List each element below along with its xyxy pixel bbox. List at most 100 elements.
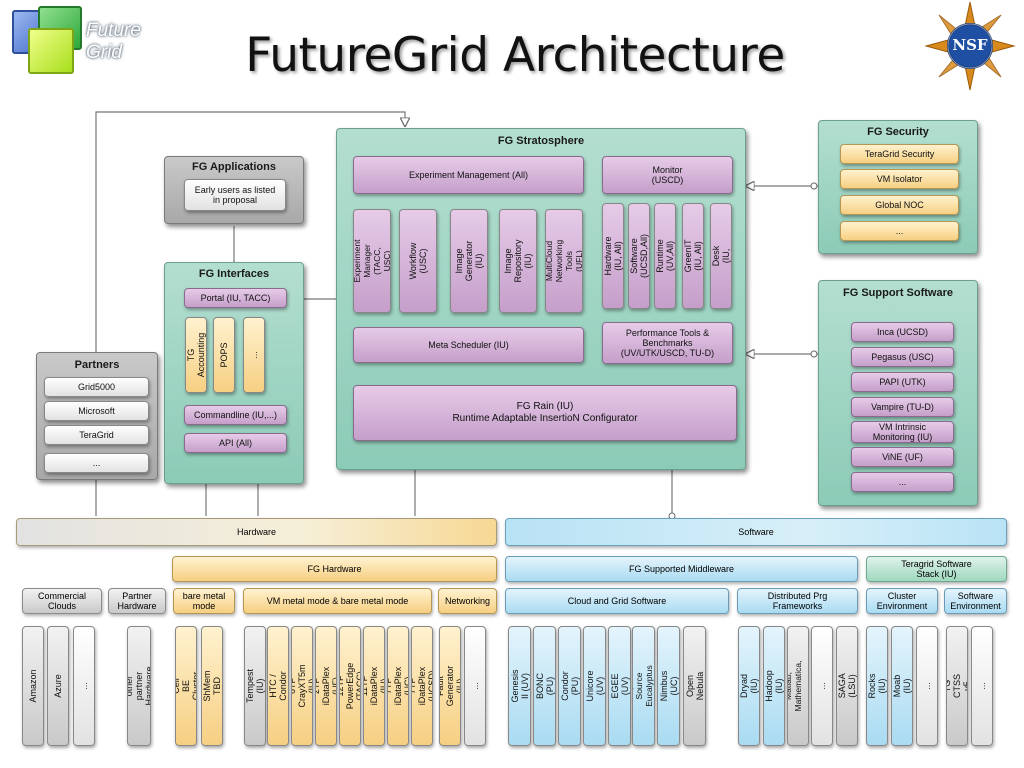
networking-header: Networking: [438, 588, 497, 614]
partner-microsoft: Microsoft: [44, 401, 149, 421]
partners-to-stratosphere-line: [95, 111, 405, 352]
teragrid-stack-bar: Teragrid Software Stack (IU): [866, 556, 1007, 582]
support-pegasus: Pegasus (USC): [851, 347, 954, 367]
cloud-grid-header: Cloud and Grid Software: [505, 588, 729, 614]
swenv-more: ...: [971, 626, 993, 746]
vm-crayxt5m-label: 6TF CrayXT5m (IU): [291, 664, 313, 708]
fw-hadoop: Hadoop (IU): [763, 626, 785, 746]
vm-metal-header: VM metal mode & bare metal mode: [243, 588, 432, 614]
sw-unicore-label: Unicore (UV): [584, 670, 605, 702]
vm-htc-condor: 4TF HTC / Condor (PU): [267, 626, 289, 746]
logo-text: Future Grid: [86, 20, 158, 64]
cluster-more: ...: [916, 626, 938, 746]
support-inca: Inca (UCSD): [851, 322, 954, 342]
fw-matlab: Matlab, Mathematica, ...: [787, 626, 809, 746]
support-papi: PAPI (UTK): [851, 372, 954, 392]
fw-more: ...: [811, 626, 833, 746]
security-global-noc: Global NOC: [840, 195, 959, 215]
monitor-greenit-box: GreenIT (IU, All): [682, 203, 704, 309]
vm-idataplex-uc-label: 7TF iDataPlex (UC): [387, 666, 409, 706]
vm-tempest: Tempest (IU): [244, 626, 266, 746]
sw-bonc: BONC (PU): [533, 626, 556, 746]
software-environment-header: Software Environment: [944, 588, 1007, 614]
swenv-tg-ctss-label: TG CTSS v5: [946, 673, 968, 699]
tg-accounting-label: TG Accounting: [186, 332, 206, 378]
cloud-more: ...: [73, 626, 95, 746]
swenv-more-label: ...: [977, 682, 987, 690]
vm-idataplex-iu-label: 11TF iDataPlex (IU): [363, 666, 385, 706]
vm-idataplex-ucsd-label: 7TF iDataPlex (UCSD): [411, 666, 433, 706]
monitor-runtime-label: Runtime (UV,All): [655, 239, 675, 273]
vm-idataplex-uf-label: 2TF iDataPlex (UF): [315, 666, 337, 706]
cluster-more-label: ...: [922, 682, 932, 690]
sw-condor-label: Condor (PU): [559, 671, 580, 701]
fg-interfaces-panel: FG Interfaces Portal (IU, TACC) TG Accou…: [164, 262, 304, 484]
logo-square-lime: [28, 28, 74, 74]
fg-stratosphere-panel: FG Stratosphere Experiment Management (A…: [336, 128, 746, 470]
partner-more: ...: [44, 453, 149, 473]
pops-box: POPS: [213, 317, 235, 393]
fg-support-software-title: FG Support Software: [843, 287, 953, 299]
hardware-bar: Hardware: [16, 518, 497, 546]
fg-applications-panel: FG Applications Early users as listed in…: [164, 156, 304, 224]
fg-hardware-bar: FG Hardware: [172, 556, 497, 582]
bare-shmem-label: 4TF ShMem TBD (IU): [202, 670, 222, 702]
sw-genesis: Genesis II (UV): [508, 626, 531, 746]
pops-label: POPS: [219, 342, 229, 368]
nsf-label: NSF: [952, 36, 988, 54]
fg-security-title: FG Security: [867, 126, 929, 138]
fg-stratosphere-title: FG Stratosphere: [497, 135, 585, 147]
vm-idataplex-ucsd: 7TF iDataPlex (UCSD): [411, 626, 433, 746]
sw-genesis-label: Genesis II (UV): [509, 669, 530, 703]
software-bar: Software: [505, 518, 1007, 546]
logo-text-grid: Grid: [86, 42, 122, 63]
bare-shmem: 4TF ShMem TBD (IU): [201, 626, 223, 746]
monitor-software-box: Software (UCSD,All): [628, 203, 650, 309]
meta-scheduler-box: Meta Scheduler (IU): [353, 327, 584, 363]
support-more: ...: [851, 472, 954, 492]
commercial-clouds-header: Commercial Clouds: [22, 588, 102, 614]
fw-saga-label: SAGA (LSU): [837, 673, 857, 699]
sw-unicore: Unicore (UV): [583, 626, 606, 746]
support-vine: ViNE (UF): [851, 447, 954, 467]
image-repository-box: Image Repository (IU): [499, 209, 537, 313]
fg-rain-box: FG Rain (IU) Runtime Adaptable InsertioN…: [353, 385, 737, 441]
partners-title: Partners: [74, 359, 120, 371]
cloud-amazon-label: Amazon: [28, 669, 38, 703]
performance-tools-box: Performance Tools & Benchmarks (UV/UTK/U…: [602, 322, 733, 364]
bare-metal-header: bare metal mode: [173, 588, 235, 614]
interfaces-more-box: ...: [243, 317, 265, 393]
bare-cell-be: 7TF Cell BE Cluster (?): [175, 626, 197, 746]
workflow-box: Workflow (USC): [399, 209, 437, 313]
fw-more-label: ...: [817, 682, 827, 690]
vm-idataplex-uc: 7TF iDataPlex (UC): [387, 626, 409, 746]
partner-hardware-item: other partner Hardware: [127, 626, 151, 746]
portal-box: Portal (IU, TACC): [184, 288, 287, 308]
bare-cell-be-label: 7TF Cell BE Cluster (?): [175, 671, 197, 701]
api-box: API (All): [184, 433, 287, 453]
vm-poweredge-label: 12TF PowerEdge (TACC): [339, 662, 361, 710]
logo-text-future: Future: [86, 20, 141, 41]
nsf-logo: NSF: [924, 0, 1016, 92]
monitor-box: Monitor (USCD): [602, 156, 733, 194]
net-fault-generator: Fault Generator (IU): [439, 626, 461, 746]
monitor-runtime-box: Runtime (UV,All): [654, 203, 676, 309]
cluster-rocks-label: Rocks (IU): [867, 673, 887, 699]
fg-applications-title: FG Applications: [192, 161, 276, 173]
sw-open-nebula: Open Nebula: [683, 626, 706, 746]
vm-crayxt5m: 6TF CrayXT5m (IU): [291, 626, 313, 746]
page-title: FutureGrid Architecture: [245, 28, 785, 83]
partner-hardware-header: Partner Hardware: [108, 588, 166, 614]
monitor-helpdesk-box: Help Desk (IU, TACC): [710, 203, 732, 309]
cluster-moab: Moab (IU): [891, 626, 913, 746]
cloud-azure-label: Azure: [53, 674, 63, 698]
sw-open-nebula-label: Open Nebula: [684, 671, 705, 701]
experiment-manager-box: Experiment Manager (TACC, USC): [353, 209, 391, 313]
sw-egee: EGEE (UV): [608, 626, 631, 746]
cloud-amazon: Amazon: [22, 626, 44, 746]
security-vm-isolator: VM Isolator: [840, 169, 959, 189]
image-generator-box: Image Generator (IU): [450, 209, 488, 313]
nsf-seal-graphic: [924, 1, 1016, 91]
partner-hardware-item-label: other partner Hardware: [127, 666, 151, 706]
fg-support-software-panel: FG Support Software Inca (UCSD) Pegasus …: [818, 280, 978, 506]
